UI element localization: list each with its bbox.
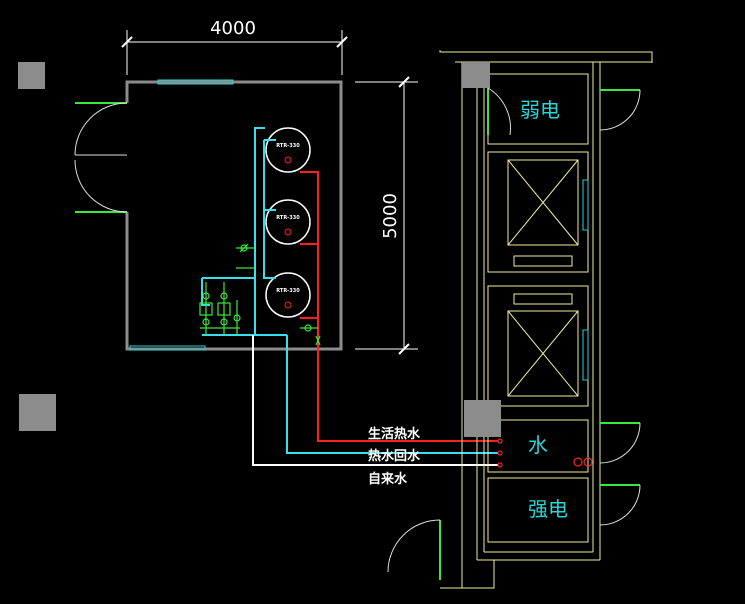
height-dimension: 5000: [355, 76, 418, 355]
pipe-label-hot-return: 热水回水: [368, 448, 421, 464]
tank-2: RTR-330: [265, 199, 311, 245]
room-label-strong-current: 强电: [528, 497, 568, 521]
tank-2-label: RTR-330: [276, 215, 300, 221]
width-dimension-label: 4000: [210, 18, 256, 39]
water-meter-fittings: [497, 438, 593, 468]
boiler-room: [125, 80, 343, 351]
domestic-hot-water-pipe: [300, 171, 498, 442]
column: [18, 62, 45, 89]
tank-3-label: RTR-330: [276, 288, 300, 294]
core-walls: [439, 50, 653, 589]
tank-1: RTR-330: [265, 127, 311, 173]
width-dimension: 4000: [121, 18, 348, 75]
pipe-label-domestic-hot-water: 生活热水: [368, 426, 421, 442]
elevator-door: [582, 179, 589, 231]
elevator-door: [582, 329, 589, 381]
column: [19, 394, 56, 431]
valve-assembly: [199, 243, 321, 346]
height-dimension-label: 5000: [380, 193, 401, 239]
window: [157, 79, 234, 85]
column: [464, 400, 501, 437]
room-label-water: 水: [528, 433, 548, 457]
pipe-label-tap-water: 自来水: [368, 471, 408, 487]
tank-3: RTR-330: [265, 272, 311, 318]
double-door: [74, 102, 128, 213]
hot-return-pipe: [201, 127, 498, 454]
tap-water-pipe: [252, 335, 498, 466]
room-label-weak-current: 弱电: [520, 98, 560, 122]
column: [462, 62, 490, 88]
window: [129, 345, 206, 351]
core-doors: [387, 87, 641, 580]
tank-1-label: RTR-330: [276, 143, 300, 149]
